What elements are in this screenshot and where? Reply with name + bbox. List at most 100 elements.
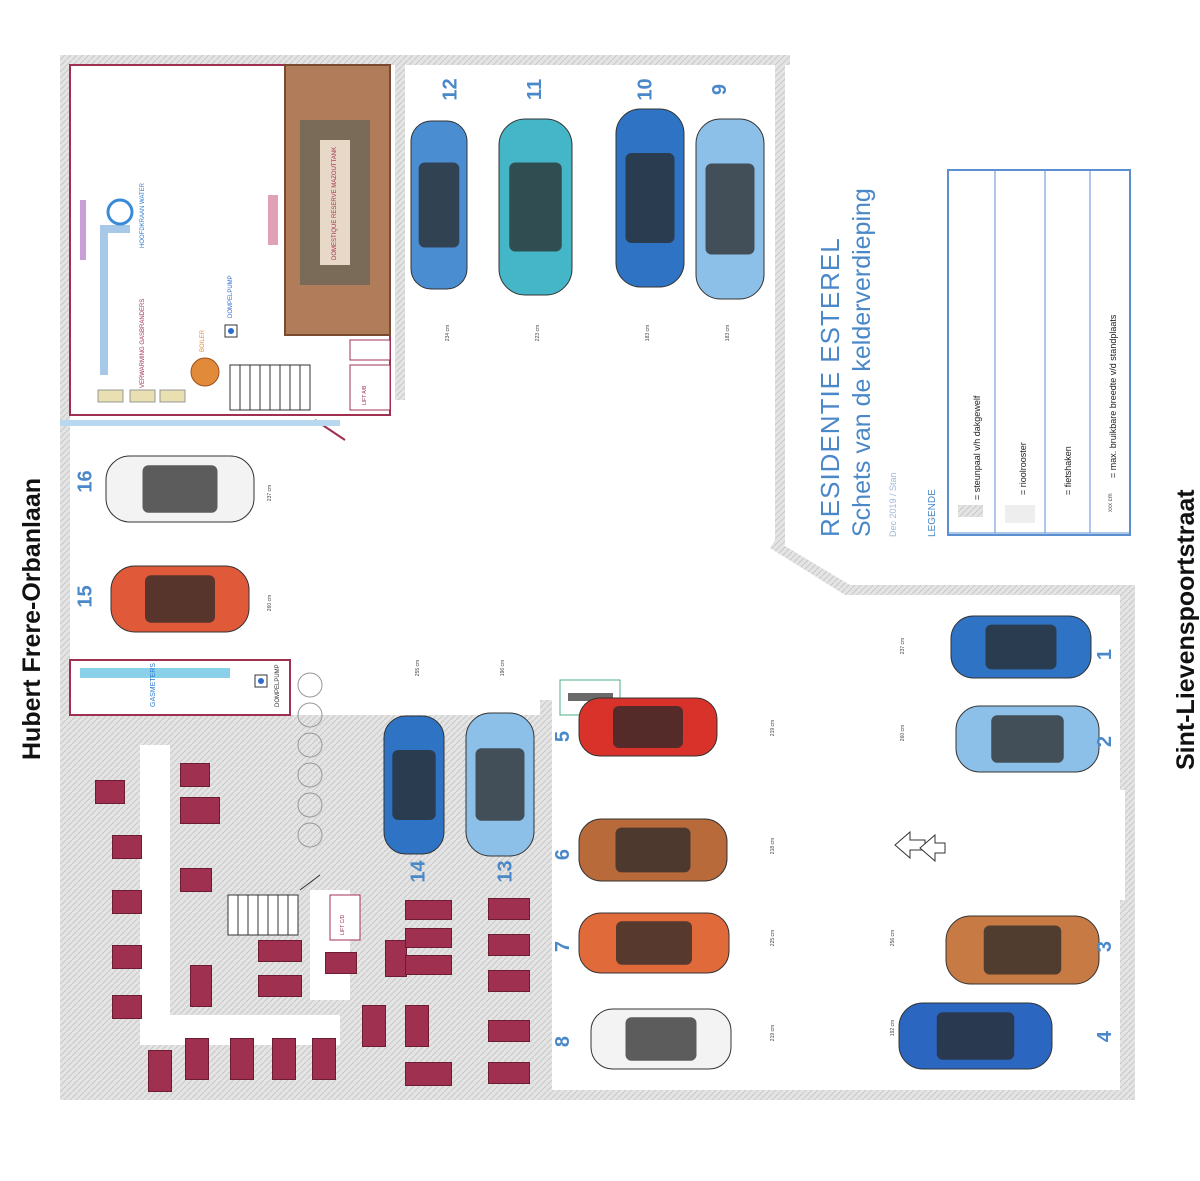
storage-box — [180, 763, 210, 787]
storage-box — [405, 1062, 452, 1086]
label-lift-ab: LIFT A/B — [362, 385, 368, 405]
storage-box — [258, 940, 302, 962]
storage-box — [488, 970, 530, 992]
spot-width-4: 192 cm — [890, 1019, 897, 1037]
car-spot-10 — [615, 108, 685, 288]
storage-box — [488, 1062, 530, 1084]
spot-number-15: 15 — [74, 585, 97, 608]
spot-width-13: 196 cm — [500, 659, 507, 677]
spot-width-7: 225 cm — [770, 929, 777, 947]
storage-box — [405, 900, 452, 920]
spot-number-9: 9 — [709, 83, 732, 96]
car-spot-2 — [955, 705, 1100, 773]
storage-box — [405, 1005, 429, 1047]
spot-number-4: 4 — [1094, 1030, 1117, 1043]
spot-number-6: 6 — [552, 848, 575, 861]
spot-width-6: 218 cm — [770, 837, 777, 855]
title-schets: Schets van de kelderverdieping — [848, 188, 876, 537]
spot-number-11: 11 — [524, 78, 547, 101]
storage-box — [185, 1038, 209, 1080]
car-roof — [615, 827, 691, 873]
car-spot-5 — [578, 697, 718, 757]
spot-width-15: 260 cm — [267, 594, 274, 612]
spot-width-16: 237 cm — [267, 484, 274, 502]
label-heating: VERWARMING GASBRANDERS — [140, 298, 146, 388]
storage-box — [312, 1038, 336, 1080]
car-spot-6 — [578, 818, 728, 882]
car-roof — [625, 1017, 697, 1061]
spot-number-13: 13 — [494, 860, 517, 883]
storage-box — [148, 1050, 172, 1092]
car-roof — [616, 921, 692, 965]
car-spot-8 — [590, 1008, 732, 1070]
street-west: Hubert Frere-Orbanlaan — [18, 477, 46, 760]
title-date: Dec 2019 / Stan — [888, 472, 898, 537]
spot-width-1: 237 cm — [900, 637, 907, 655]
label-gasmeters: GASMETERS — [150, 663, 157, 707]
spot-number-7: 7 — [552, 940, 575, 953]
legend-item-bike-hooks: = fietshaken — [1063, 446, 1073, 495]
label-sump-pump: DOMPELPUMP — [228, 275, 234, 318]
label-main-valve: HOOFDKRAAN WATER — [140, 182, 146, 248]
spot-width-11: 223 cm — [535, 324, 542, 342]
car-roof — [145, 575, 215, 623]
storage-box — [385, 940, 407, 977]
storage-box — [488, 898, 530, 920]
spot-width-3: 256 cm — [890, 929, 897, 947]
storage-box — [112, 890, 142, 914]
spot-number-1: 1 — [1094, 648, 1117, 661]
spot-number-5: 5 — [552, 730, 575, 743]
spot-width-2: 260 cm — [900, 724, 907, 742]
spot-width-12: 234 cm — [445, 324, 452, 342]
storage-box — [112, 945, 142, 969]
car-spot-1 — [950, 615, 1092, 679]
car-spot-3 — [945, 915, 1100, 985]
storage-box — [405, 928, 452, 948]
car-roof — [625, 153, 675, 243]
spot-number-8: 8 — [552, 1035, 575, 1048]
storage-box — [112, 995, 142, 1019]
car-roof — [991, 715, 1064, 763]
title-residentie: RESIDENTIE ESTEREL — [815, 237, 845, 537]
storage-box — [180, 868, 212, 892]
car-spot-13 — [465, 712, 535, 857]
car-roof — [983, 925, 1062, 975]
label-boiler: BOILER — [200, 329, 206, 352]
car-spot-14 — [383, 715, 445, 855]
storage-box — [362, 1005, 386, 1047]
storage-box — [190, 965, 212, 1007]
legend-item-drain: = rioolrooster — [1018, 442, 1028, 495]
car-roof — [392, 750, 436, 820]
car-roof — [418, 162, 460, 248]
spot-number-12: 12 — [439, 78, 462, 101]
storage-box — [95, 780, 125, 804]
spot-width-9: 183 cm — [725, 324, 732, 342]
storage-box — [272, 1038, 296, 1080]
storage-box — [230, 1038, 254, 1080]
car-roof — [509, 162, 562, 252]
spot-width-5: 219 cm — [770, 719, 777, 737]
label-fuel-tank: DOMESTIQUE RESERVE MAZOUTTANK — [332, 146, 338, 260]
car-roof — [705, 163, 755, 255]
storage-box — [112, 835, 142, 859]
spot-number-3: 3 — [1094, 940, 1117, 953]
spot-number-14: 14 — [407, 860, 430, 883]
car-roof — [936, 1012, 1015, 1060]
car-spot-9 — [695, 118, 765, 300]
street-east: Sint-Lievenspoortstraat — [1172, 489, 1200, 770]
storage-box — [405, 955, 452, 975]
label-gas-pump: DOMPELPUMP — [275, 664, 281, 707]
label-lift-cd: LIFT C/D — [340, 914, 346, 935]
spot-number-16: 16 — [74, 470, 97, 493]
car-spot-11 — [498, 118, 573, 296]
spot-width-14: 255 cm — [415, 659, 422, 677]
car-roof — [985, 624, 1057, 670]
storage-box — [325, 952, 357, 974]
car-roof — [142, 465, 218, 513]
car-spot-12 — [410, 120, 468, 290]
spot-number-2: 2 — [1094, 735, 1117, 748]
car-spot-15 — [110, 565, 250, 633]
car-spot-16 — [105, 455, 255, 523]
spot-number-10: 10 — [634, 78, 657, 101]
